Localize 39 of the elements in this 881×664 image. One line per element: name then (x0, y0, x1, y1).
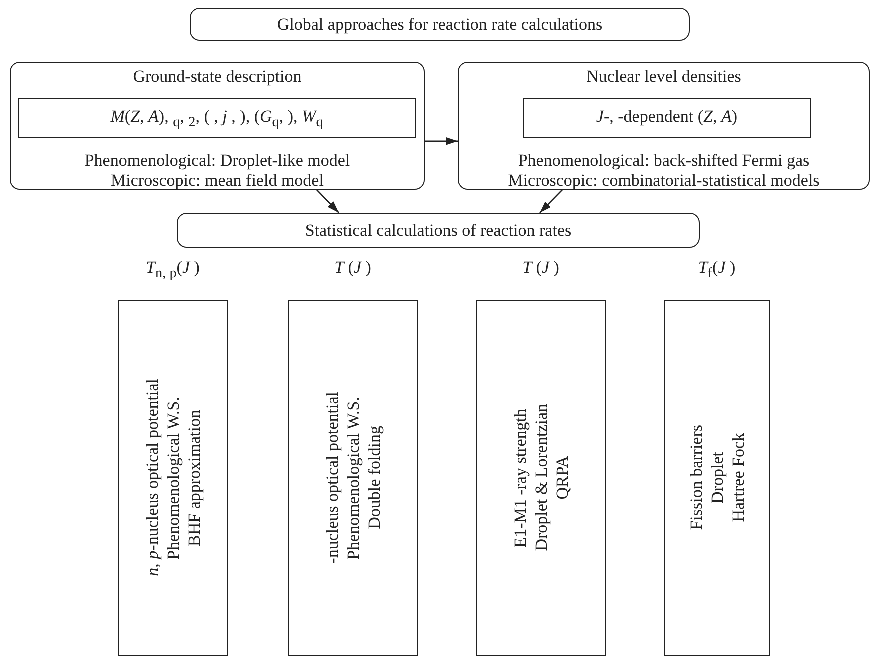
box-text: Microscopic: combinatorial-statistical models (507, 171, 821, 191)
model-box (118, 300, 228, 656)
arrow (316, 190, 340, 214)
process-box (458, 62, 870, 190)
process-box (10, 62, 425, 190)
parameter-box (523, 98, 811, 138)
box-text: Statistical calculations of reaction rates (304, 221, 573, 241)
arrow (540, 190, 563, 214)
box-text: J-, -dependent (Z, A) (595, 107, 739, 127)
box-heading: Ground-state description (132, 67, 303, 87)
box-text: QRPA (552, 456, 572, 500)
parameter-box (18, 98, 416, 138)
process-box (190, 8, 690, 41)
box-text: M(Z, A), $_{q}$, $_{2}$, ( , j , ), (G$_{q}$, ), W$_{q}$ (110, 107, 324, 132)
box-text: BHF approximation (184, 410, 204, 546)
model-box (476, 300, 606, 656)
box-text: E1-M1 -ray strength (510, 408, 530, 548)
model-box (664, 300, 770, 656)
box-heading: Nuclear level densities (586, 67, 742, 87)
model-box (288, 300, 418, 656)
transmission-label: T (J ) (522, 258, 560, 278)
transmission-label: T$_{n, p}$(J ) (145, 258, 201, 282)
transmission-label: T$_{f}$(J ) (697, 258, 737, 282)
box-text: Microscopic: mean field model (110, 171, 325, 191)
box-text: Fission barriers (686, 425, 706, 531)
box-text: n, p-nucleus optical potential (142, 379, 162, 577)
box-text: Double folding (364, 426, 384, 530)
box-text: Phenomenological W.S. (162, 396, 184, 560)
box-text: Phenomenological W.S. (342, 396, 364, 560)
process-box (177, 213, 700, 248)
box-text: Droplet & Lorentzian (530, 404, 552, 552)
transmission-label: T (J ) (334, 258, 372, 278)
box-text: Global approaches for reaction rate calculations (276, 15, 604, 35)
box-text: Phenomenological: back-shifted Fermi gas (517, 151, 811, 171)
box-text: -nucleus optical potential (322, 392, 342, 564)
box-text: Hartree Fock (728, 433, 748, 523)
box-text: Droplet (706, 452, 728, 504)
arrow (425, 137, 458, 146)
box-text: Phenomenological: Droplet-like model (84, 151, 352, 171)
